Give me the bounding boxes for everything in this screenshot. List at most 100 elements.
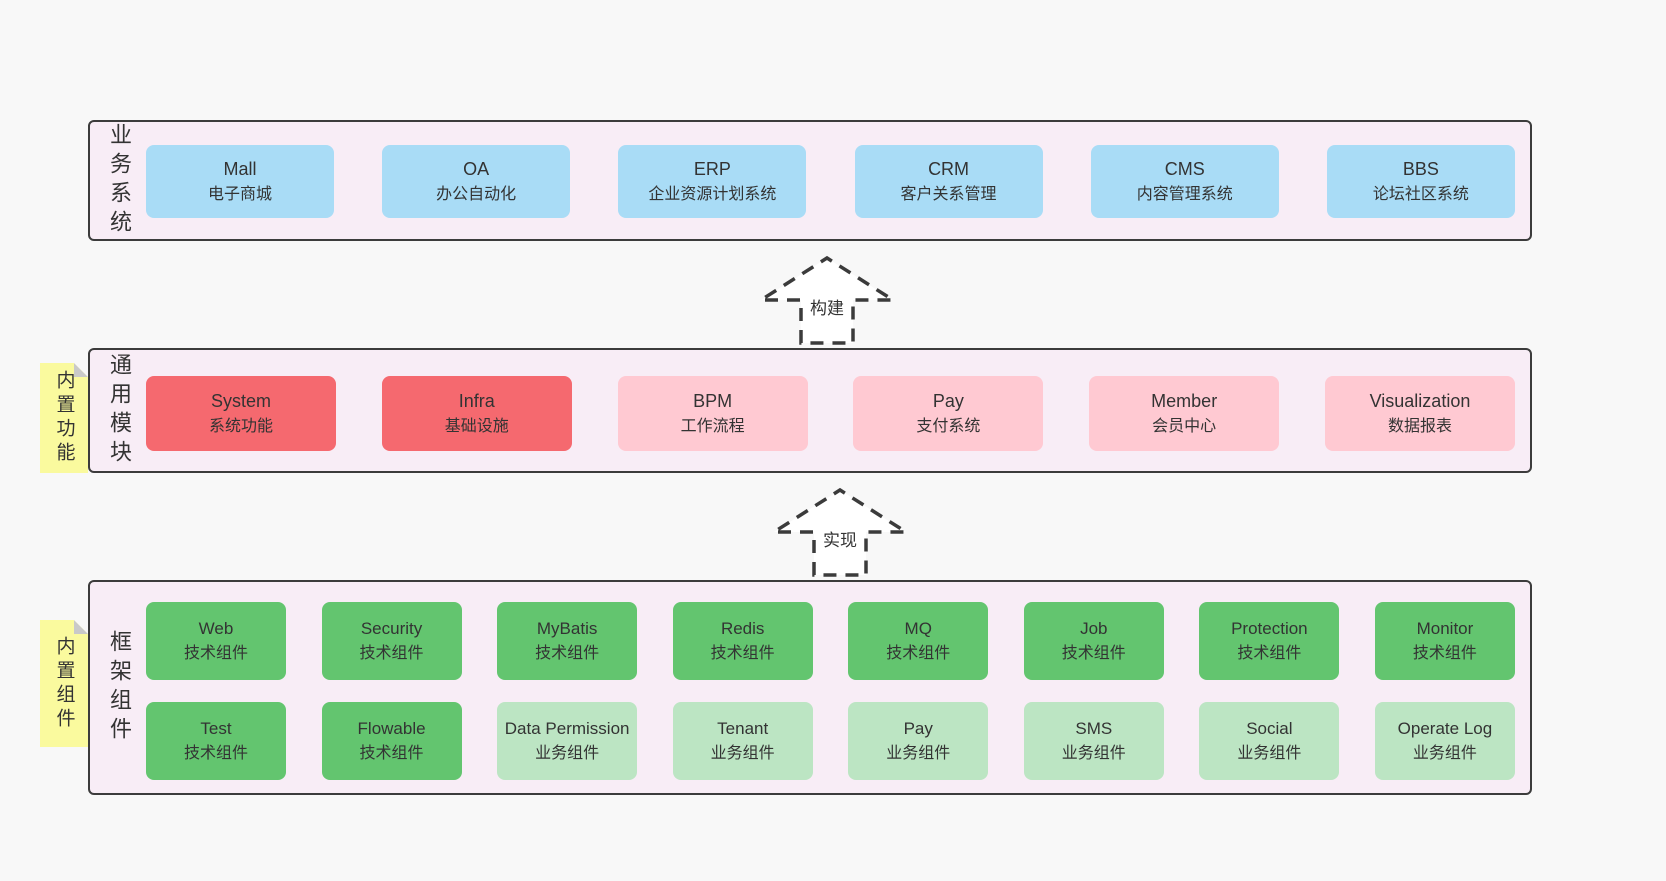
- panel-common-modules: 通用模块 System 系统功能 Infra 基础设施 BPM 工作流程 Pay…: [88, 348, 1532, 473]
- box-subtitle: 技术组件: [183, 744, 248, 762]
- box-title: Security: [360, 619, 423, 639]
- box-title: Protection: [1231, 619, 1308, 639]
- box-job: Job 技术组件: [1023, 602, 1164, 680]
- tab-label: 内置功能: [53, 370, 75, 466]
- box-bpm: BPM 工作流程: [617, 376, 808, 451]
- box-mq: MQ 技术组件: [848, 602, 989, 680]
- box-title: System: [210, 391, 271, 411]
- box-system: System 系统功能: [146, 376, 336, 451]
- box-social: Social 业务组件: [1199, 702, 1340, 780]
- box-subtitle: 技术组件: [1061, 644, 1126, 662]
- box-title: Operate Log: [1397, 719, 1493, 739]
- box-title: BPM: [693, 391, 733, 411]
- box-title: Social: [1246, 719, 1293, 739]
- box-title: SMS: [1075, 719, 1113, 739]
- box-title: Flowable: [357, 719, 426, 739]
- box-title: Job: [1080, 619, 1108, 639]
- box-subtitle: 技术组件: [710, 644, 775, 662]
- box-subtitle: 技术组件: [886, 644, 951, 662]
- box-pay-module: Pay 支付系统: [853, 376, 1044, 451]
- box-mall: Mall 电子商城: [146, 145, 334, 218]
- box-title: Pay: [903, 719, 933, 739]
- panel-business-label: 业务系统: [107, 122, 132, 239]
- box-oa: OA 办公自动化: [382, 145, 571, 218]
- box-title: Pay: [932, 391, 964, 411]
- box-crm: CRM 客户关系管理: [854, 145, 1043, 218]
- box-title: Monitor: [1416, 619, 1474, 639]
- implement-arrow-label: 实现: [823, 531, 857, 550]
- box-subtitle: 办公自动化: [436, 186, 517, 203]
- components-box-row-1: Web 技术组件 Security 技术组件 MyBatis 技术组件 Redi…: [146, 602, 1515, 680]
- box-title: ERP: [693, 159, 731, 179]
- box-mybatis: MyBatis 技术组件: [497, 602, 638, 680]
- panel-framework-components: 框架组件 Web 技术组件 Security 技术组件 MyBatis 技术组件…: [88, 580, 1532, 795]
- box-subtitle: 业务组件: [886, 744, 951, 762]
- box-subtitle: 基础设施: [444, 418, 509, 435]
- tab-built-in-features: 内置功能: [40, 363, 88, 473]
- panel-business-systems: 业务系统 Mall 电子商城 OA 办公自动化 ERP 企业资源计划系统 CRM…: [88, 120, 1532, 241]
- box-subtitle: 业务组件: [535, 744, 600, 762]
- box-subtitle: 业务组件: [1061, 744, 1126, 762]
- box-sms: SMS 业务组件: [1023, 702, 1164, 780]
- modules-box-row: System 系统功能 Infra 基础设施 BPM 工作流程 Pay 支付系统…: [146, 376, 1515, 451]
- build-arrow-label: 构建: [810, 299, 844, 318]
- box-title: Visualization: [1369, 391, 1471, 411]
- box-subtitle: 技术组件: [359, 744, 424, 762]
- box-bbs: BBS 论坛社区系统: [1326, 145, 1515, 218]
- box-subtitle: 会员中心: [1152, 418, 1217, 435]
- box-title: Web: [198, 619, 234, 639]
- box-subtitle: 工作流程: [680, 418, 745, 435]
- box-redis: Redis 技术组件: [672, 602, 813, 680]
- box-subtitle: 电子商城: [207, 186, 272, 203]
- box-subtitle: 技术组件: [183, 644, 248, 662]
- box-subtitle: 业务组件: [1237, 744, 1302, 762]
- box-title: CMS: [1164, 159, 1205, 179]
- box-subtitle: 内容管理系统: [1136, 186, 1233, 203]
- box-title: Member: [1151, 391, 1218, 411]
- box-erp: ERP 企业资源计划系统: [618, 145, 807, 218]
- box-title: Data Permission: [504, 719, 630, 739]
- box-subtitle: 企业资源计划系统: [648, 186, 777, 203]
- tab-built-in-components: 内置组件: [40, 620, 88, 747]
- box-member: Member 会员中心: [1089, 376, 1280, 451]
- components-box-row-2: Test 技术组件 Flowable 技术组件 Data Permission …: [146, 702, 1515, 780]
- box-subtitle: 业务组件: [710, 744, 775, 762]
- box-pay-component: Pay 业务组件: [848, 702, 989, 780]
- tab-label: 内置组件: [53, 635, 75, 732]
- box-test: Test 技术组件: [146, 702, 286, 780]
- box-protection: Protection 技术组件: [1199, 602, 1340, 680]
- box-security: Security 技术组件: [321, 602, 462, 680]
- box-title: Redis: [720, 619, 765, 639]
- box-operate-log: Operate Log 业务组件: [1374, 702, 1515, 780]
- box-title: OA: [463, 159, 490, 179]
- box-subtitle: 业务组件: [1412, 744, 1477, 762]
- box-tenant: Tenant 业务组件: [672, 702, 813, 780]
- box-subtitle: 系统功能: [208, 418, 273, 435]
- business-box-row: Mall 电子商城 OA 办公自动化 ERP 企业资源计划系统 CRM 客户关系…: [146, 145, 1515, 218]
- box-data-permission: Data Permission 业务组件: [497, 702, 638, 780]
- panel-components-label: 框架组件: [107, 629, 132, 746]
- box-title: Mall: [223, 159, 257, 179]
- box-title: Infra: [458, 391, 495, 411]
- folded-corner-icon: [74, 620, 88, 634]
- box-title: CRM: [928, 159, 970, 179]
- box-monitor: Monitor 技术组件: [1374, 602, 1515, 680]
- box-title: Test: [200, 719, 232, 739]
- box-title: BBS: [1402, 159, 1439, 179]
- box-subtitle: 技术组件: [359, 644, 424, 662]
- box-title: Tenant: [717, 719, 769, 739]
- box-subtitle: 技术组件: [535, 644, 600, 662]
- box-subtitle: 支付系统: [916, 418, 981, 435]
- box-flowable: Flowable 技术组件: [321, 702, 462, 780]
- implement-arrow-icon: 实现: [770, 487, 910, 577]
- panel-modules-label: 通用模块: [107, 352, 132, 469]
- box-cms: CMS 内容管理系统: [1090, 145, 1279, 218]
- box-subtitle: 数据报表: [1387, 418, 1452, 435]
- box-subtitle: 技术组件: [1237, 644, 1302, 662]
- box-subtitle: 论坛社区系统: [1372, 186, 1469, 203]
- box-subtitle: 技术组件: [1412, 644, 1477, 662]
- box-infra: Infra 基础设施: [381, 376, 572, 451]
- box-subtitle: 客户关系管理: [900, 186, 997, 203]
- build-arrow-icon: 构建: [757, 255, 897, 345]
